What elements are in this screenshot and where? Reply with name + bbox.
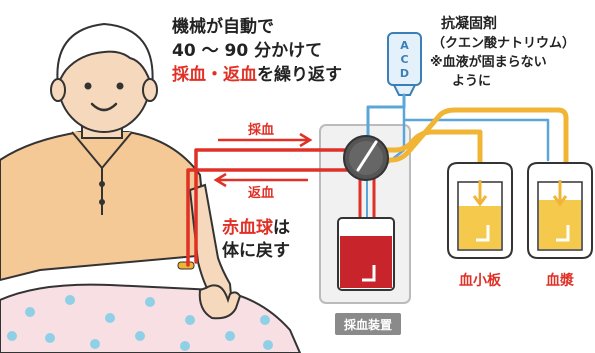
blanket bbox=[0, 283, 302, 353]
platelet-label: 血小板 bbox=[459, 272, 502, 289]
anticoagulant-note: 抗凝固剤 （クエン酸ナトリウム） ※血液が固まらない ように bbox=[430, 15, 575, 89]
flow-arrows: 採血 返血 bbox=[213, 122, 313, 201]
headline-line1: 機械が自動で bbox=[172, 16, 274, 37]
shirt bbox=[0, 131, 210, 282]
rbc-note-red: 赤血球 bbox=[222, 217, 274, 238]
anticoagulant-title: 抗凝固剤 bbox=[441, 15, 497, 32]
headline-line3-red: 採血・返血 bbox=[172, 64, 257, 85]
rbc-note-line1: 赤血球は bbox=[222, 217, 290, 238]
acd-letter: C bbox=[400, 53, 408, 66]
anticoagulant-name: （クエン酸ナトリウム） bbox=[432, 35, 575, 51]
acd-letter: D bbox=[400, 67, 409, 80]
rbc-note-line2: 体に戻す bbox=[222, 240, 290, 261]
device-label-text: 採血装置 bbox=[344, 317, 392, 332]
plasma-line bbox=[369, 107, 569, 173]
device-label: 採血装置 bbox=[335, 313, 401, 335]
return-arrow bbox=[213, 172, 308, 188]
rbc-bag bbox=[337, 217, 395, 291]
platelet-container: 血小板 bbox=[447, 162, 513, 289]
anticoagulant-note-line2: ように bbox=[452, 74, 491, 89]
eye-left bbox=[84, 82, 92, 90]
plasma-container: 血漿 bbox=[527, 162, 593, 289]
eye-right bbox=[116, 82, 124, 90]
needle-site bbox=[177, 261, 195, 270]
return-line bbox=[186, 168, 354, 267]
draw-line bbox=[194, 148, 354, 264]
return-label: 返血 bbox=[248, 185, 274, 201]
plasma-label: 血漿 bbox=[546, 272, 575, 289]
headline: 機械が自動で 40 〜 90 分かけて 採血・返血を繰り返す bbox=[172, 16, 342, 85]
centrifuge bbox=[343, 135, 389, 181]
draw-label: 採血 bbox=[248, 122, 274, 138]
shirt-button bbox=[99, 199, 105, 205]
platelet-line bbox=[369, 129, 483, 173]
rbc-note-suffix: は bbox=[273, 218, 290, 238]
hair bbox=[56, 22, 154, 89]
hand bbox=[198, 284, 242, 320]
anticoagulant-note-line1: ※血液が固まらない bbox=[430, 54, 547, 70]
shirt-button bbox=[99, 181, 105, 187]
acd-bag: A C D bbox=[387, 32, 422, 96]
headline-line3: 採血・返血を繰り返す bbox=[172, 64, 342, 85]
smile bbox=[90, 102, 118, 112]
anticoagulant-line bbox=[366, 93, 406, 142]
donor-illustration bbox=[0, 22, 302, 353]
rbc-note: 赤血球は 体に戻す bbox=[222, 217, 290, 261]
draw-arrow bbox=[218, 132, 313, 148]
headline-line2: 40 〜 90 分かけて bbox=[172, 41, 322, 61]
acd-letter: A bbox=[400, 39, 409, 52]
headline-line3-black: を繰り返す bbox=[257, 64, 342, 85]
tubing bbox=[186, 93, 569, 267]
